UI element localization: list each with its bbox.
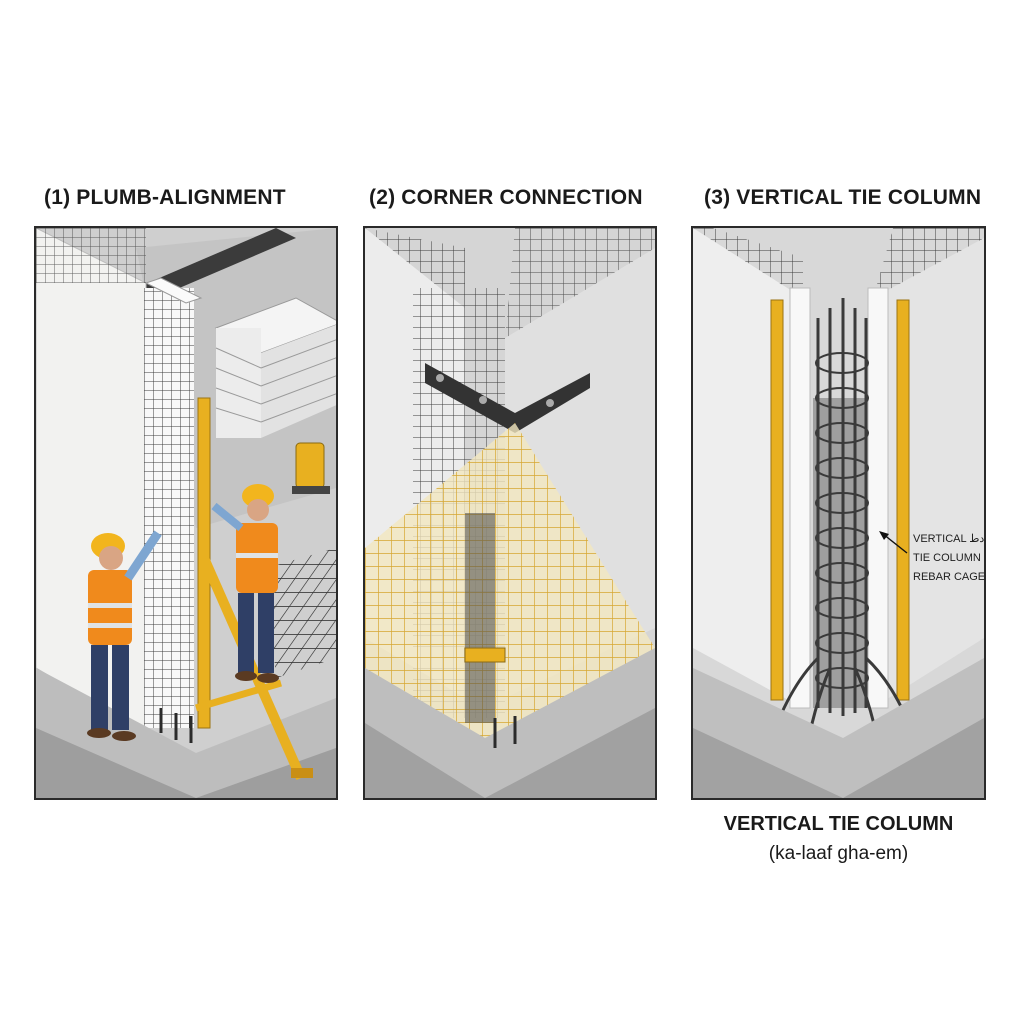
right-wall [873,238,984,708]
grout-core [465,513,495,723]
yellow-reinforcing-mesh [365,423,655,773]
panel-title-vertical-tie-column: (3) VERTICAL TIE COLUMN [704,186,982,209]
joint-rebar-mesh [144,288,194,728]
corner-connection-illustration [365,228,655,798]
panel-title-plumb-alignment: (1) PLUMB-ALIGNMENT [44,186,286,209]
panel-corner-connection [363,226,657,800]
left-wall [693,228,803,708]
vertical-tie-column-illustration [693,228,984,798]
stacked-wall-panels [214,297,336,438]
corner-clamp [464,647,506,663]
callout-line-3: REBAR CAGE [913,571,986,583]
dowel-bars [159,708,193,743]
plumb-alignment-illustration [36,228,336,798]
steel-corner-bracket [425,363,590,433]
steel-beam [136,228,296,298]
callout-line-2: TIE COLUMN [913,552,981,564]
caption-subtitle: (ka-laaf gha-em) [768,843,909,864]
right-formwork-bar [896,299,910,701]
worker-left [87,530,162,741]
caption-title: VERTICAL TIE COLUMN [723,813,954,835]
left-formwork-bar [770,299,784,701]
callout-arrow-icon [879,531,908,554]
callout-line-1: VERTICAL دط [913,533,985,545]
panel-title-corner-connection: (2) CORNER CONNECTION [369,186,643,209]
hard-hat-icon [242,484,274,508]
panel-vertical-tie-column [691,226,986,800]
panel-plumb-alignment [34,226,338,800]
worker-right [211,484,279,683]
floor-rebar-mesh [266,548,336,678]
rebar-cage-callout: VERTICAL دط TIE COLUMN REBAR CAGE [913,530,985,587]
hydraulic-jack-icon [292,442,330,494]
